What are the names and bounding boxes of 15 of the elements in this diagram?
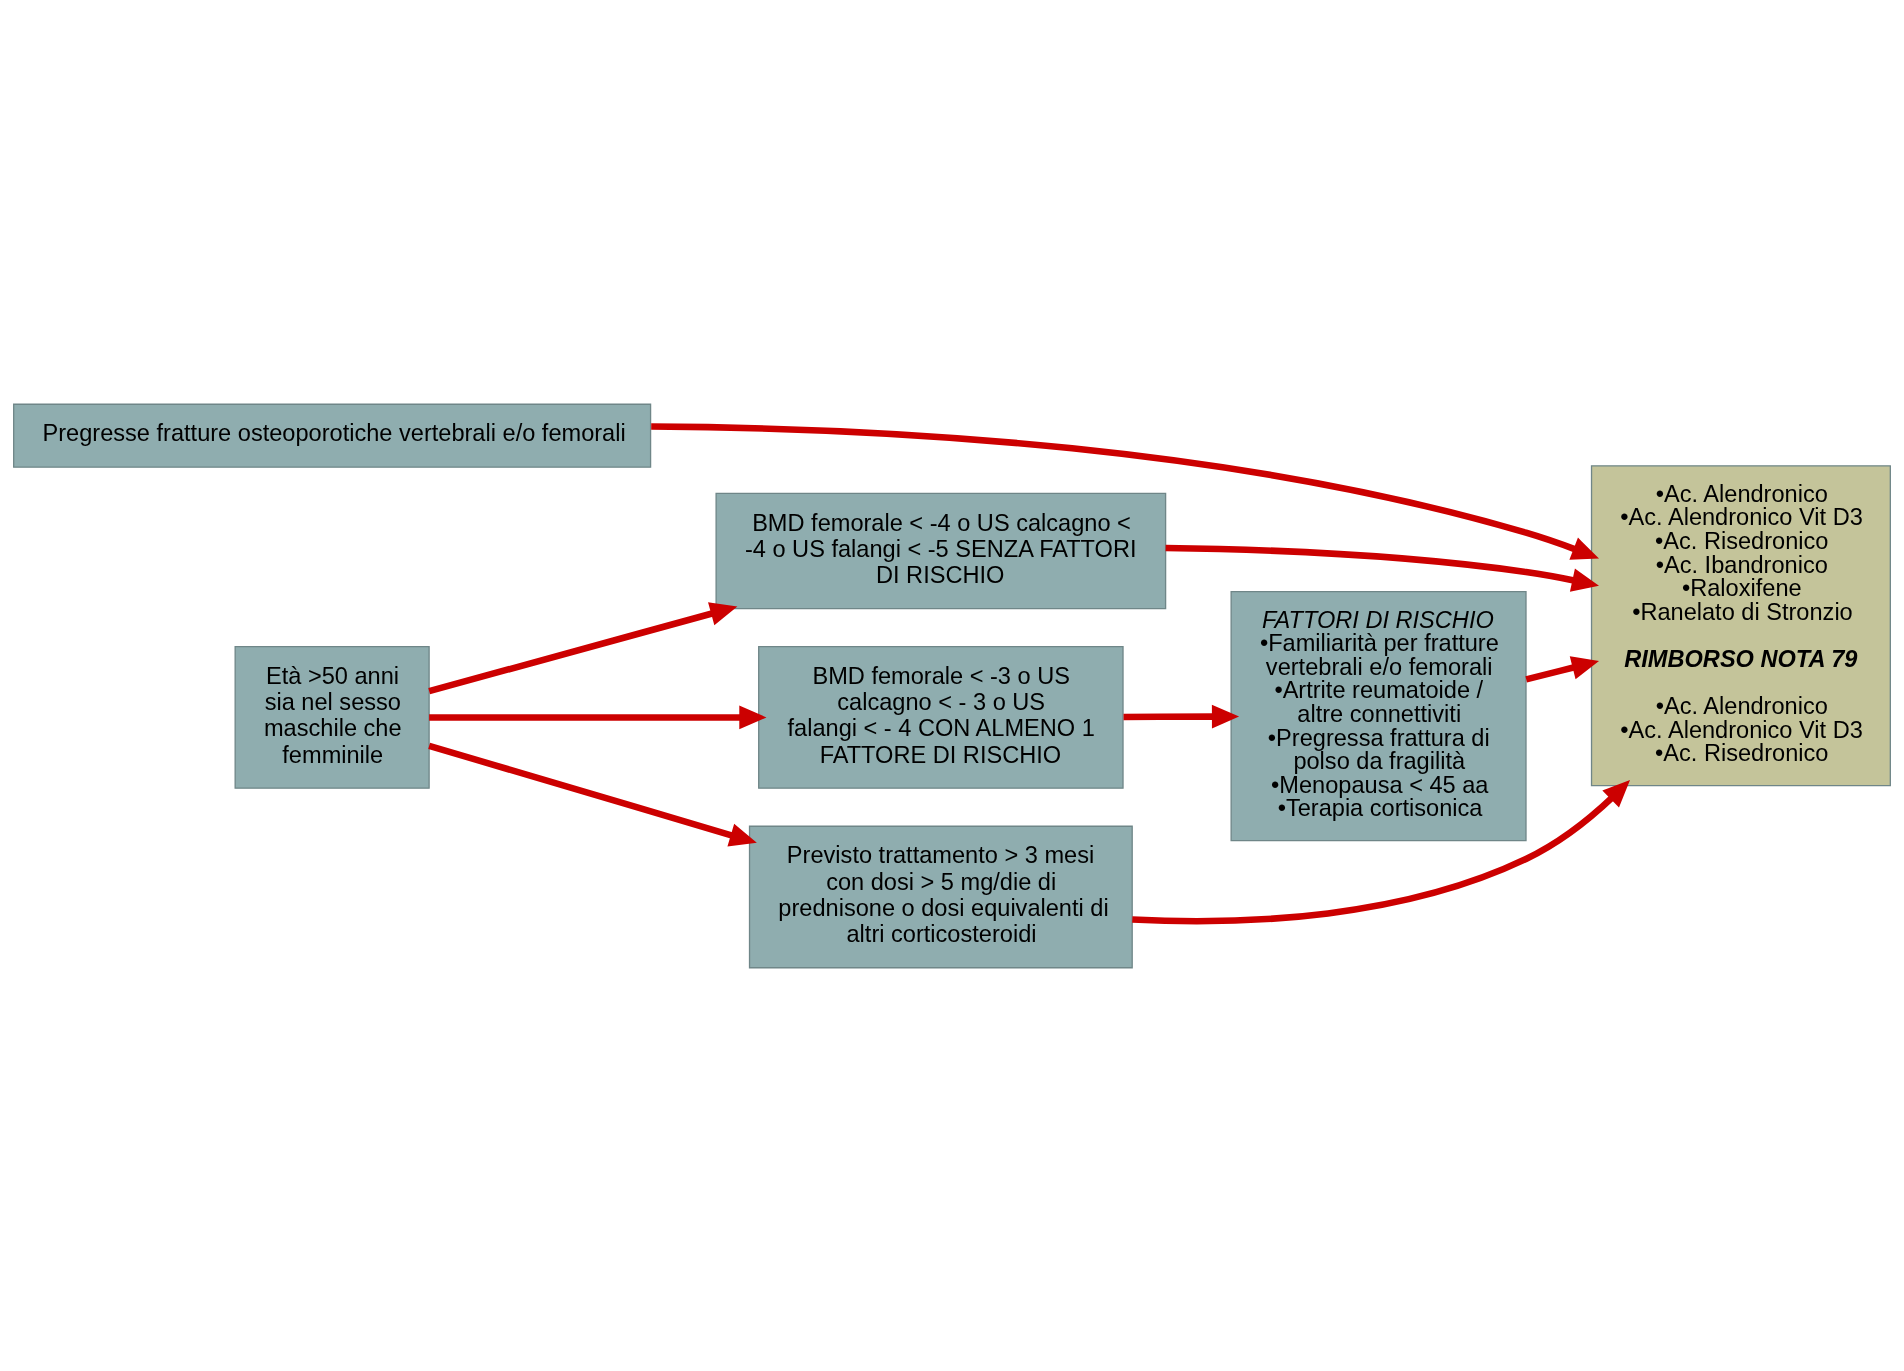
node-box: Pregresse fratture osteoporotiche vertebrali e/o femorali [13,403,652,468]
node-box: BMD femorale < -3 o US calcagno < - 3 o US falangi < - 4 CON ALMENO 1 FATTORE DI RISCHIO [758,645,1124,789]
arrow [429,705,767,729]
arrow [1123,704,1240,729]
arrow [1132,779,1631,924]
arrow [428,742,757,847]
arrow [651,422,1599,560]
node-box: Età >50 anni sia nel sesso maschile che femminile [234,645,430,789]
node-box: Previsto trattamento > 3 mesi con dosi > 5 mg/die di prednisone o dosi equivalenti di altri corticosteroidi [748,825,1133,968]
arrow [428,601,738,694]
node-box: BMD femorale < -4 o US calcagno < -4 o US falangi < -5 SENZA FATTORI DI RISCHIO [715,492,1167,609]
node-box: FATTORI DI RISCHIO •Familiarità per fratture vertebrali e/o femorali •Artrite reumatoide / altre connettiviti •Pregressa frattura di polso da fragilità •Menopausa < 45 aa •Terapia cortisonica [1230,590,1527,841]
arrow [1165,544,1599,592]
arrow [1525,655,1599,683]
node-box: •Ac. Alendronico •Ac. Alendronico Vit D3 •Ac. Risedronico •Ac. Ibandronico •Raloxifene •Ranelato di Stronzio RIMBORSO NOTA 79 •Ac. Alendronico •Ac. Alendronico Vit D3 •Ac. Risedronico [1590,464,1891,786]
